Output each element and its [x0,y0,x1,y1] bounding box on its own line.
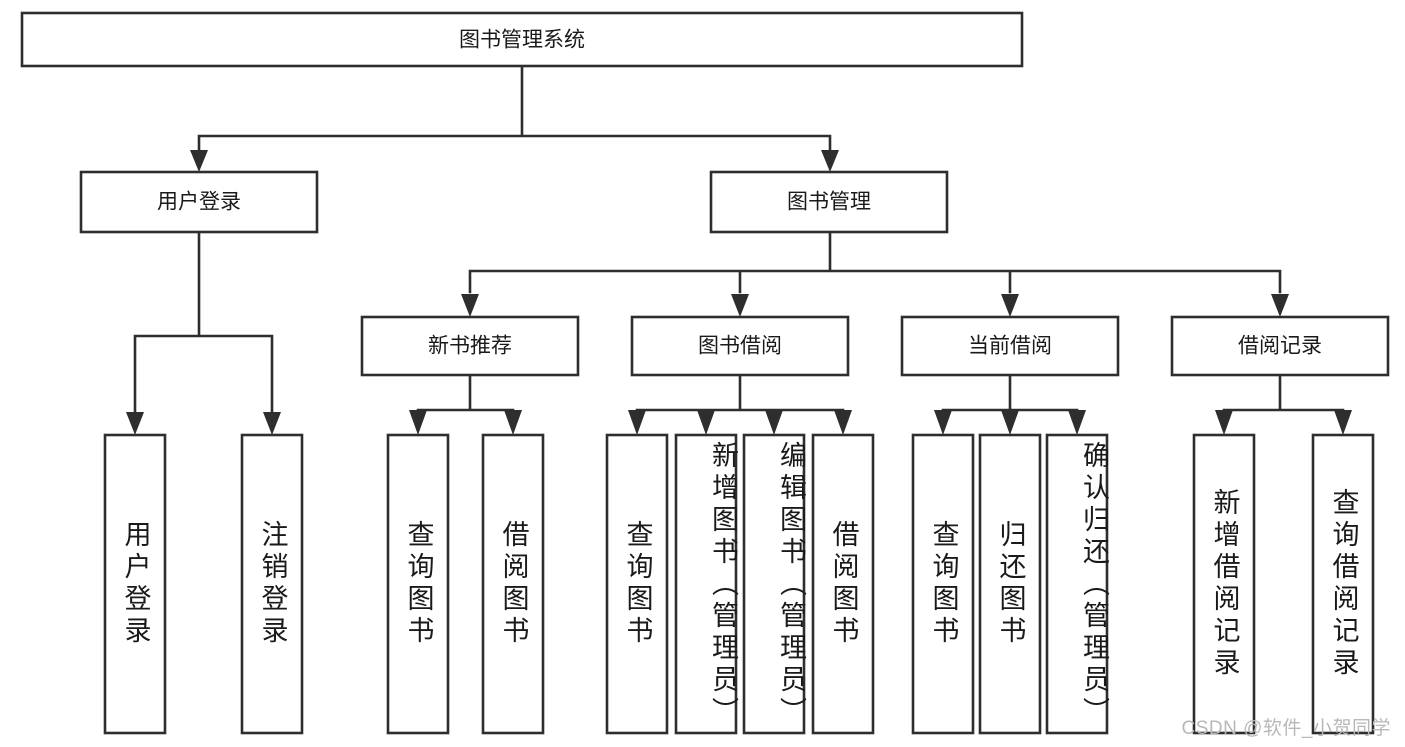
edge-current-borrow-trunk [941,373,1079,412]
arrowhead-leaf-borrow-book-2 [834,410,852,435]
edge-borrow-record-trunk [1222,373,1345,412]
leaf-add-record-box[interactable] [1192,433,1256,735]
arrowhead-leaf-add-record [1215,410,1233,435]
arrowhead-book-borrow [731,294,749,317]
arrowhead-leaf-query-book-2 [628,410,646,435]
leaf-edit-book-box[interactable] [742,433,806,735]
node-user-login[interactable]: 用户登录 [79,170,319,234]
leaf-user-login-box[interactable] [103,433,167,735]
node-new-book-recommend-box[interactable] [360,315,580,377]
node-root-label: 图书管理系统 [459,29,585,52]
leaf-add-book-box[interactable] [674,433,738,735]
leaf-query-record-box[interactable] [1311,433,1375,735]
leaf-box-group [103,433,1375,735]
node-borrow-record-box[interactable] [1170,315,1390,377]
leaf-borrow-book-2-box[interactable] [811,433,875,735]
node-user-login-box[interactable] [79,170,319,234]
connector-group [126,64,1352,435]
node-current-borrow[interactable]: 当前借阅 [900,315,1120,377]
node-book-manage-box[interactable] [709,170,949,234]
node-current-borrow-label: 当前借阅 [968,335,1052,358]
node-book-borrow[interactable]: 图书借阅 [630,315,850,377]
node-book-manage[interactable]: 图书管理 [709,170,949,234]
node-borrow-record[interactable]: 借阅记录 [1170,315,1390,377]
arrowhead-new-book-recommend [461,294,479,317]
node-new-book-recommend[interactable]: 新书推荐 [360,315,580,377]
arrowhead-leaf-add-book [697,410,715,435]
arrowhead-user-login [190,150,208,172]
leaf-logout-box[interactable] [240,433,304,735]
arrowhead-leaf-logout [263,412,281,435]
node-user-login-label: 用户登录 [157,191,241,214]
arrowhead-current-borrow [1001,294,1019,317]
leaf-query-book-1-box[interactable] [386,433,450,735]
node-book-borrow-label: 图书借阅 [698,335,782,358]
arrowhead-leaf-confirm-return [1068,410,1086,435]
arrowhead-leaf-query-record [1334,410,1352,435]
leaf-confirm-return-box[interactable] [1045,433,1109,735]
arrowhead-leaf-user-login [126,412,144,435]
edge-book-borrow-trunk [635,373,845,412]
arrowhead-borrow-record [1271,294,1289,317]
node-new-book-recommend-label: 新书推荐 [428,335,512,358]
leaf-return-book-box[interactable] [978,433,1042,735]
node-current-borrow-box[interactable] [900,315,1120,377]
node-book-manage-label: 图书管理 [787,191,871,214]
edge-new-book-recommend-trunk [416,373,515,414]
node-root[interactable]: 图书管理系统 [20,11,1024,68]
arrowhead-leaf-query-book-1 [409,410,427,435]
node-borrow-record-label: 借阅记录 [1238,335,1322,358]
node-root-box[interactable] [20,11,1024,68]
watermark-text: CSDN @软件_小贺同学 [1181,718,1391,739]
edge-book-manage-trunk [468,230,1282,294]
arrowhead-leaf-edit-book [765,410,783,435]
edge-root-trunk [197,64,832,160]
leaf-borrow-book-1-box[interactable] [481,433,545,735]
leaf-query-book-3-box[interactable] [911,433,975,735]
arrowhead-leaf-return-book [1001,410,1019,435]
edge-user-login-trunk [133,230,274,414]
arrowhead-leaf-borrow-book-1 [504,410,522,435]
arrowhead-book-manage [821,150,839,172]
arrowhead-leaf-query-book-3 [934,410,952,435]
node-book-borrow-box[interactable] [630,315,850,377]
leaf-query-book-2-box[interactable] [605,433,669,735]
